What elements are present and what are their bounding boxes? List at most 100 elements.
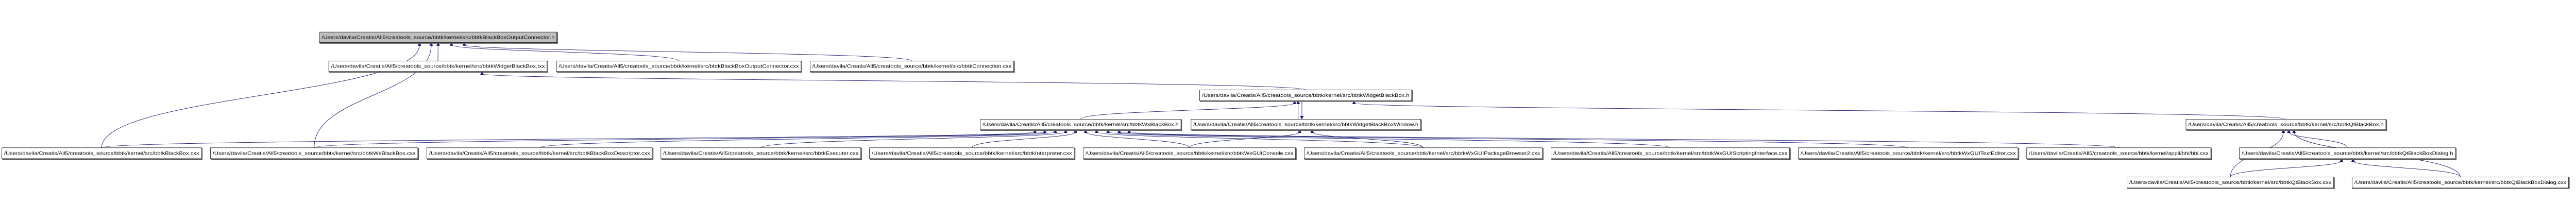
edge-consolecxx-to-widgetwinh xyxy=(1189,131,1300,148)
graph-node-interpcxx[interactable]: /Users/davila/Creatis/All5/creatools_sou… xyxy=(869,147,1076,160)
node-label: /Users/davila/Creatis/All5/creatools_sou… xyxy=(1086,150,1294,156)
node-box xyxy=(2351,177,2569,189)
edge-qtbbcxx-to-qtdialogh xyxy=(2230,160,2342,178)
arrow-head-icon xyxy=(429,42,433,46)
edge-execcxx-to-wxbbh xyxy=(760,131,1066,148)
graph-node-qtbbh[interactable]: /Users/davila/Creatis/All5/creatools_sou… xyxy=(2185,119,2387,131)
edge-pkgcxx-to-widgetwinh xyxy=(1312,131,1423,148)
node-box xyxy=(1199,90,1412,101)
node-box xyxy=(556,60,802,72)
graph-node-qtdialogh[interactable]: /Users/davila/Creatis/All5/creatools_sou… xyxy=(2239,147,2457,160)
node-box xyxy=(1303,147,1543,159)
arrow-head-icon xyxy=(1033,129,1037,133)
graph-node-conncxx[interactable]: /Users/davila/Creatis/All5/creatools_sou… xyxy=(809,60,1015,73)
graph-node-widgettxx[interactable]: /Users/davila/Creatis/All5/creatools_sou… xyxy=(328,60,549,73)
edge-widgeth-to-widgettxx xyxy=(482,73,1306,90)
arrow-head-icon xyxy=(1083,129,1088,133)
node-label: /Users/davila/Creatis/All5/creatools_sou… xyxy=(4,150,199,156)
arrow-head-icon xyxy=(417,42,421,46)
edge-pkgcxx-to-wxbbh xyxy=(1096,131,1423,148)
node-box xyxy=(1191,119,1421,130)
edge-bbcxx-to-wxbbh xyxy=(101,131,1036,148)
node-box xyxy=(869,147,1075,159)
graph-node-root[interactable]: /Users/davila/Creatis/All5/creatools_sou… xyxy=(319,31,558,44)
graph-node-bbicxx[interactable]: /Users/davila/Creatis/All5/creatools_sou… xyxy=(2026,147,2212,160)
node-box xyxy=(2185,119,2386,130)
graph-node-widgetwinh[interactable]: /Users/davila/Creatis/All5/creatools_sou… xyxy=(1191,119,1422,131)
arrow-head-icon xyxy=(1053,129,1057,133)
node-label: /Users/davila/Creatis/All5/creatools_sou… xyxy=(982,122,1179,127)
arrow-head-icon xyxy=(1310,129,1314,133)
arrow-head-icon xyxy=(449,42,453,46)
arrow-head-icon xyxy=(1293,100,1297,104)
node-label: /Users/davila/Creatis/All5/creatools_sou… xyxy=(2029,150,2209,156)
node-label: /Users/davila/Creatis/All5/creatools_sou… xyxy=(1801,150,2016,156)
arrow-head-icon xyxy=(1106,129,1110,133)
edge-qtdialogh-to-qtbbh xyxy=(2289,131,2348,148)
graph-node-editorcxx[interactable]: /Users/davila/Creatis/All5/creatools_sou… xyxy=(1798,147,2020,160)
edge-bbcxx-to-root xyxy=(101,44,420,148)
edge-editorcxx-to-wxbbh xyxy=(1119,131,1909,148)
node-label: /Users/davila/Creatis/All5/creatools_sou… xyxy=(331,63,546,69)
node-label: /Users/davila/Creatis/All5/creatools_sou… xyxy=(1202,93,1410,98)
arrow-head-icon xyxy=(1296,100,1300,104)
node-box xyxy=(1083,147,1296,159)
edge-qtdialogcxx-to-qtdialogh xyxy=(2352,160,2461,177)
node-box xyxy=(809,60,1014,72)
edge-wxbbh-to-widgeth xyxy=(1080,103,1295,120)
node-box xyxy=(319,31,557,43)
arrow-head-icon xyxy=(436,42,440,46)
graph-node-bbcxx[interactable]: /Users/davila/Creatis/All5/creatools_sou… xyxy=(2,147,203,160)
arrow-head-icon xyxy=(1298,129,1302,133)
node-label: /Users/davila/Creatis/All5/creatools_sou… xyxy=(2188,122,2383,127)
nodes: /Users/davila/Creatis/All5/creatools_sou… xyxy=(2,31,2570,190)
edge-consolecxx-to-wxbbh xyxy=(1085,131,1190,148)
node-label: /Users/davila/Creatis/All5/creatools_sou… xyxy=(1553,150,1788,156)
edge-wxbbcxx-to-wxbbh xyxy=(314,131,1045,148)
arrow-head-icon xyxy=(1300,116,1304,120)
node-label: /Users/davila/Creatis/All5/creatools_sou… xyxy=(213,150,416,156)
graph-node-execcxx[interactable]: /Users/davila/Creatis/All5/creatools_sou… xyxy=(660,147,862,160)
node-box xyxy=(427,147,653,159)
arrow-head-icon xyxy=(2292,129,2296,133)
edge-scriptcxx-to-wxbbh xyxy=(1108,131,1671,148)
edge-bbicxx-to-wxbbh xyxy=(1129,131,2119,148)
arrow-head-icon xyxy=(2281,129,2285,133)
node-box xyxy=(1551,147,1790,159)
arrow-head-icon xyxy=(1043,129,1047,133)
node-label: /Users/davila/Creatis/All5/creatools_sou… xyxy=(1193,122,1418,127)
graph-node-qtdialogcxx[interactable]: /Users/davila/Creatis/All5/creatools_sou… xyxy=(2351,177,2570,190)
graph-node-desccxx[interactable]: /Users/davila/Creatis/All5/creatools_sou… xyxy=(427,147,654,160)
graph-node-widgeth[interactable]: /Users/davila/Creatis/All5/creatools_sou… xyxy=(1199,90,1413,102)
node-box xyxy=(328,60,548,72)
graph-node-qtbbcxx[interactable]: /Users/davila/Creatis/All5/creatools_sou… xyxy=(2127,177,2335,190)
edge-outconncxx-to-root xyxy=(451,44,679,61)
node-label: /Users/davila/Creatis/All5/creatools_sou… xyxy=(321,35,554,40)
arrow-head-icon xyxy=(1074,129,1078,133)
arrow-head-icon xyxy=(2351,158,2355,162)
arrow-head-icon xyxy=(1117,129,1122,133)
edge-wxbbcxx-to-root xyxy=(314,44,432,148)
graph-node-scriptcxx[interactable]: /Users/davila/Creatis/All5/creatools_sou… xyxy=(1551,147,1791,160)
node-label: /Users/davila/Creatis/All5/creatools_sou… xyxy=(1307,150,1540,156)
graph-node-wxbbcxx[interactable]: /Users/davila/Creatis/All5/creatools_sou… xyxy=(210,147,419,160)
node-box xyxy=(2239,147,2456,159)
graph-node-pkgcxx[interactable]: /Users/davila/Creatis/All5/creatools_sou… xyxy=(1303,147,1544,160)
node-box xyxy=(2026,147,2211,159)
arrow-head-icon xyxy=(1095,129,1099,133)
edges xyxy=(101,42,2461,178)
arrow-head-icon xyxy=(462,42,466,46)
node-box xyxy=(1798,147,2019,159)
node-box xyxy=(660,147,861,159)
graph-node-outconncxx[interactable]: /Users/davila/Creatis/All5/creatools_sou… xyxy=(556,60,803,73)
graph-node-wxbbh[interactable]: /Users/davila/Creatis/All5/creatools_sou… xyxy=(980,119,1182,131)
node-label: /Users/davila/Creatis/All5/creatools_sou… xyxy=(2129,180,2332,185)
arrow-head-icon xyxy=(1127,129,1131,133)
graph-node-consolecxx[interactable]: /Users/davila/Creatis/All5/creatools_sou… xyxy=(1083,147,1297,160)
edge-desccxx-to-wxbbh xyxy=(539,131,1056,148)
arrow-head-icon xyxy=(1063,129,1067,133)
node-box xyxy=(980,119,1181,130)
edge-interpcxx-to-wxbbh xyxy=(971,131,1076,148)
node-label: /Users/davila/Creatis/All5/creatools_sou… xyxy=(2354,180,2567,185)
